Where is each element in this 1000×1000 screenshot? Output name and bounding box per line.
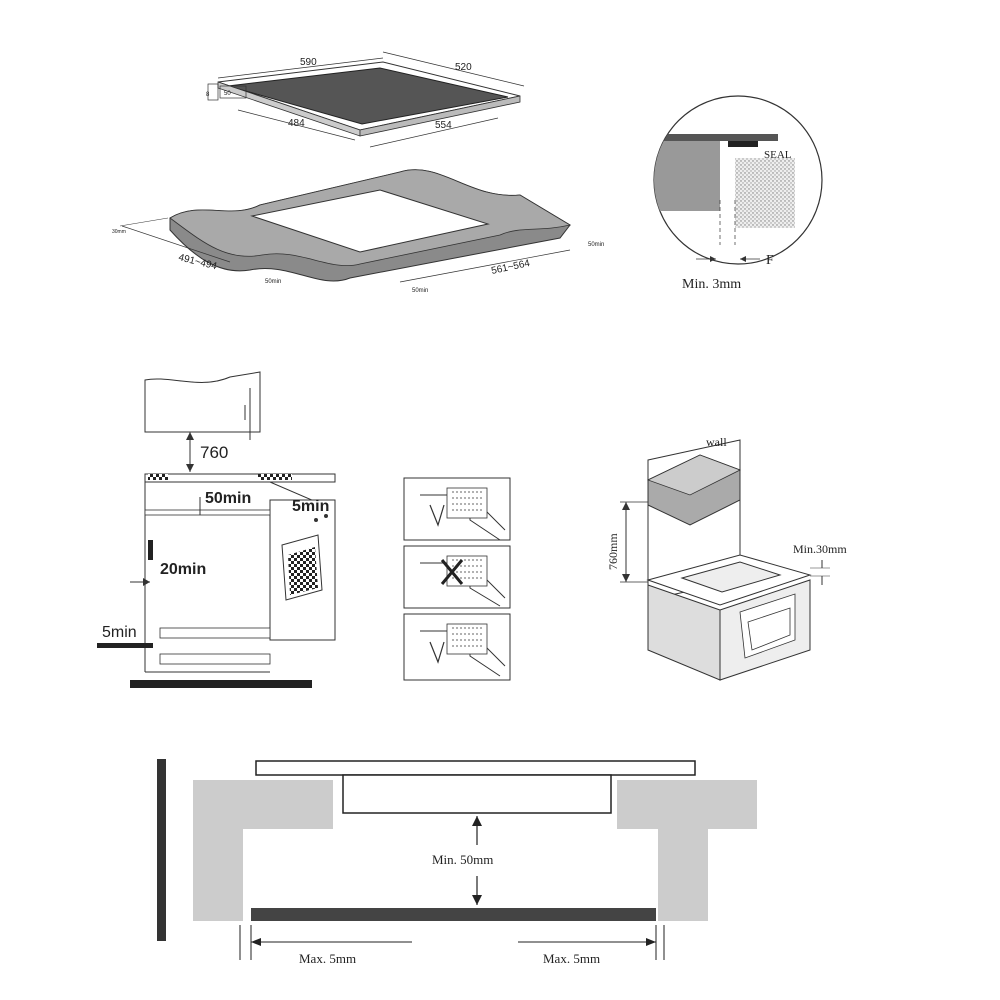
- min-gap-label: Min. 3mm: [682, 277, 741, 292]
- margin-side-label: 50min: [412, 288, 428, 294]
- margin-back-label: 50min: [588, 242, 604, 248]
- f-label: F: [766, 253, 774, 268]
- kitchen-height-label: 760mm: [606, 533, 620, 570]
- oven-cabinet: [97, 473, 336, 688]
- hob-height2-label: 50: [224, 91, 231, 97]
- section-min-gap-label: Min. 50mm: [432, 852, 493, 867]
- oven-side-gap-label: 5min: [292, 498, 329, 515]
- oven-bottom-gap-label: 5min: [102, 624, 137, 641]
- bracket-panel-2: [403, 545, 511, 609]
- bracket-panel-3: [403, 613, 511, 681]
- section-view: [157, 759, 757, 960]
- kitchen-min-top-label: Min.30mm: [793, 542, 847, 556]
- worktop-thickness-label: 30mm: [112, 229, 126, 235]
- oven-top-gap-label: 50min: [205, 490, 251, 507]
- section-right-max-label: Max. 5mm: [543, 951, 600, 966]
- kitchen-perspective: [620, 439, 830, 681]
- worktop-cutout-drawing: [119, 169, 572, 283]
- hob-drawing: [207, 51, 525, 148]
- hob-height-label: 8: [206, 92, 210, 98]
- margin-front-label: 50min: [265, 279, 281, 285]
- seal-label: SEAL: [764, 149, 792, 161]
- wall-label: wall: [706, 435, 727, 449]
- hob-inner-width-label: 554: [435, 120, 452, 131]
- hood-block: [144, 371, 261, 440]
- oven-wall-gap-label: 20min: [160, 561, 206, 578]
- hood-height-label: 760: [200, 443, 228, 462]
- hood-height-dimension: [186, 432, 194, 472]
- seal-detail: [653, 95, 823, 265]
- hob-depth-label: 520: [455, 62, 472, 73]
- section-left-max-label: Max. 5mm: [299, 951, 356, 966]
- bracket-panel-1: [403, 477, 511, 541]
- hob-inner-depth-label: 484: [288, 118, 305, 129]
- hob-width-label: 590: [300, 57, 317, 68]
